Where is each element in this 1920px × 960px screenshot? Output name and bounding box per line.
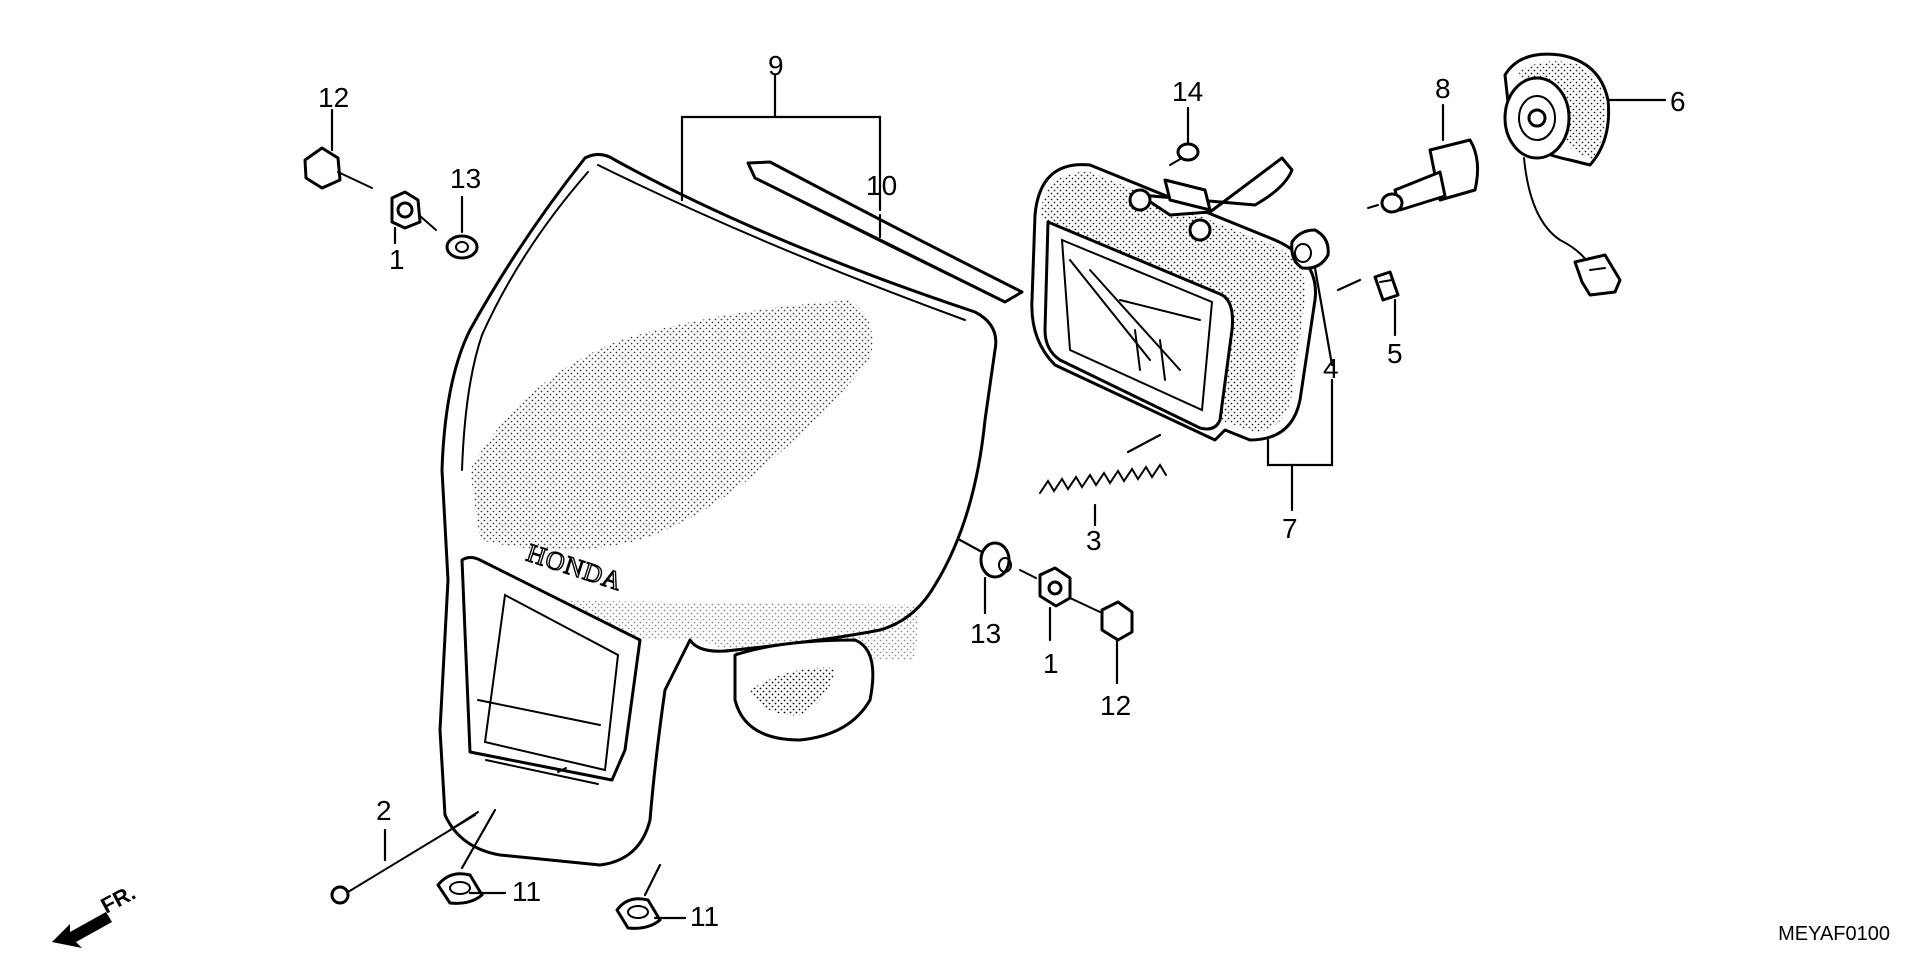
callout-2: 2 xyxy=(376,795,392,826)
collar-nut-right xyxy=(615,897,662,930)
callout-8: 8 xyxy=(1435,73,1451,104)
front-arrow-icon: FR. xyxy=(52,880,140,948)
cowl-seal-strip xyxy=(746,160,1024,304)
front-direction-indicator: FR. xyxy=(48,872,168,952)
headlight-bulb xyxy=(1367,138,1480,214)
dust-cover xyxy=(1503,52,1622,297)
callout-1-right: 1 xyxy=(1043,648,1059,679)
mounting-screw xyxy=(1169,142,1200,166)
collar-nut-left xyxy=(436,872,484,905)
leader-lines xyxy=(330,73,1667,920)
callout-13-left: 13 xyxy=(450,163,482,194)
headlight-cowl: HONDA xyxy=(438,153,998,867)
callout-12-left: 12 xyxy=(318,82,350,113)
callout-11-right: 11 xyxy=(690,901,720,932)
callout-3: 3 xyxy=(1086,525,1102,556)
long-bolt xyxy=(330,811,479,905)
right-fastener-set xyxy=(979,541,1134,642)
callout-5: 5 xyxy=(1387,338,1403,369)
headlight-unit xyxy=(1030,156,1317,442)
callout-7: 7 xyxy=(1282,513,1298,544)
callout-12-right: 12 xyxy=(1100,690,1132,721)
grommet xyxy=(1290,228,1330,270)
diagram-code: MEYAF0100 xyxy=(1778,923,1890,945)
callout-6: 6 xyxy=(1670,86,1686,117)
callout-4: 4 xyxy=(1323,353,1339,384)
callout-10: 10 xyxy=(866,170,898,201)
adjusting-spring xyxy=(1039,433,1167,494)
callout-1-left: 1 xyxy=(389,244,405,275)
callout-14: 14 xyxy=(1172,76,1204,107)
front-direction-label: FR. xyxy=(97,880,140,919)
clip-nut xyxy=(1373,270,1400,302)
callout-9: 9 xyxy=(768,50,784,81)
callout-13-right: 13 xyxy=(970,618,1002,649)
callout-11-left: 11 xyxy=(512,876,542,907)
left-fastener-set xyxy=(303,146,479,260)
